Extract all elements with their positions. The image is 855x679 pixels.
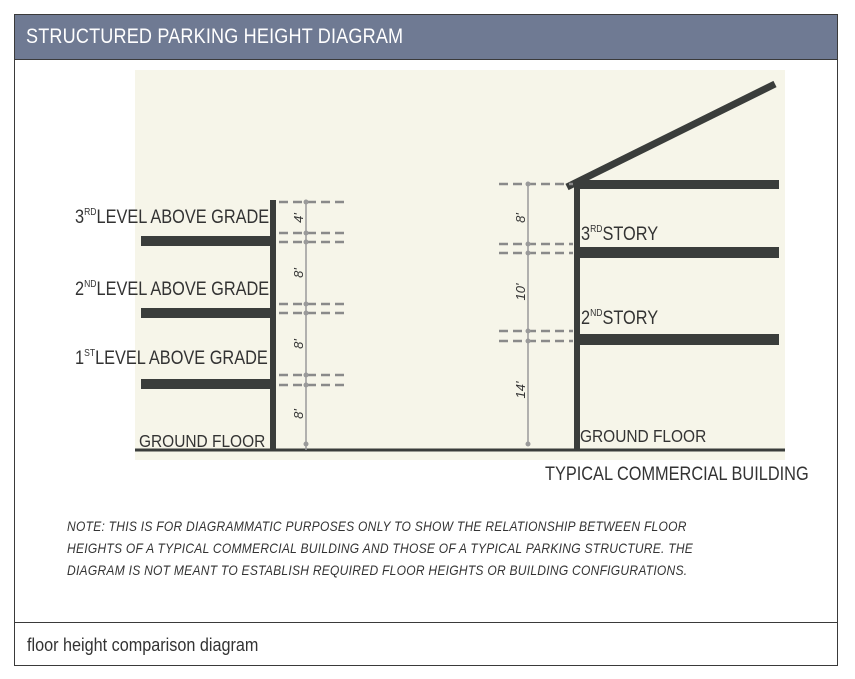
figure-caption: floor height comparison diagram: [27, 635, 259, 655]
parking-level-1-label: 1STLEVEL ABOVE GRADE: [75, 347, 268, 368]
commercial-dimension-ticks: [525, 181, 531, 447]
commercial-story-2-label: 2NDSTORY: [581, 307, 658, 328]
caption-divider: [15, 622, 837, 623]
commercial-story-3-label: 3RDSTORY: [581, 223, 658, 244]
commercial-dim-third: 8': [513, 213, 528, 223]
commercial-dim-first: 14': [513, 381, 528, 398]
parking-dim-top: 4': [291, 213, 306, 223]
figure-frame: STRUCTURED PARKING HEIGHT DIAGRAM: [14, 14, 838, 666]
parking-dimension-ticks: [303, 199, 309, 447]
parking-dim-third: 8': [291, 268, 306, 278]
disclaimer-note: NOTE: THIS IS FOR DIAGRAMMATIC PURPOSES …: [67, 518, 694, 578]
parking-slab-3: [141, 236, 273, 246]
parking-level-3-label: 3RDLEVEL ABOVE GRADE: [75, 206, 269, 227]
commercial-ground-label: GROUND FLOOR: [580, 426, 706, 446]
parking-slab-2: [141, 308, 273, 318]
commercial-slab-3: [577, 247, 779, 258]
commercial-building-title: TYPICAL COMMERCIAL BUILDING: [545, 463, 809, 484]
header-bar: STRUCTURED PARKING HEIGHT DIAGRAM: [15, 15, 837, 60]
parking-dash-lines: [279, 200, 345, 387]
commercial-slab-2: [577, 334, 779, 345]
parking-dim-first: 8': [291, 409, 306, 419]
commercial-dim-second: 10': [513, 283, 528, 300]
parking-level-2-label: 2NDLEVEL ABOVE GRADE: [75, 278, 269, 299]
commercial-roof: [565, 80, 777, 191]
commercial-dash-lines: [499, 182, 573, 343]
commercial-roof-slab: [577, 180, 779, 189]
parking-slab-1: [141, 379, 273, 389]
diagram-title: STRUCTURED PARKING HEIGHT DIAGRAM: [26, 25, 404, 48]
floor-height-diagram: 4' 8' 8' 8' 3RDLEVEL ABOVE GRADE 2NDLEVE…: [75, 70, 809, 484]
parking-dim-second: 8': [291, 339, 306, 349]
parking-ground-label: GROUND FLOOR: [139, 431, 265, 451]
